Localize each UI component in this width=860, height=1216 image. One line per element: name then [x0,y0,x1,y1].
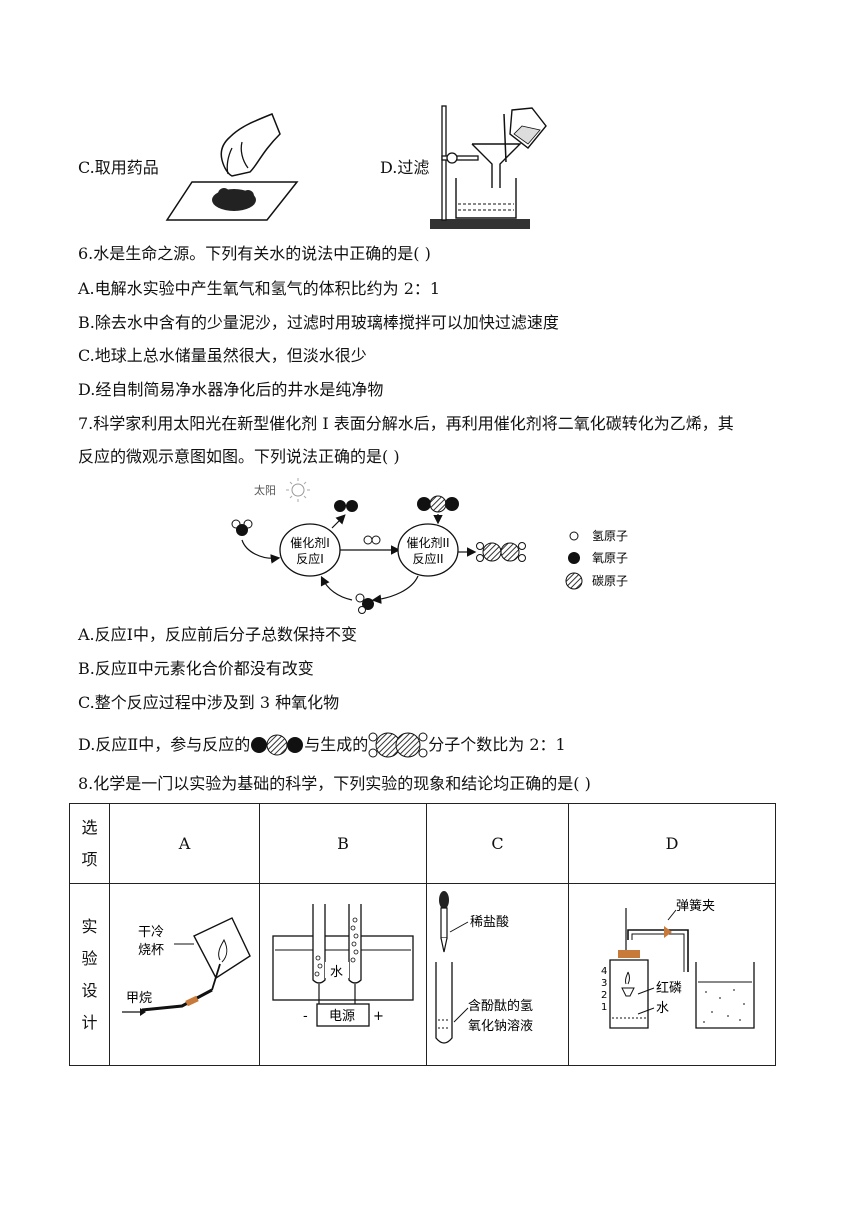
legend-oxygen: 氧原子 [592,551,628,565]
q6-option-a: A.电解水实验中产生氧气和氢气的体积比约为 2：1 [78,279,441,298]
reaction-1-label-visible: 反应I [296,551,324,566]
header-c: C [426,803,569,884]
header-option-label: 选项 [81,817,98,869]
spring-clamp-icon [664,925,672,938]
water-molecule-recycled [355,593,374,614]
ethylene-molecule-inline [368,732,428,758]
reaction-2-label: 反应II [412,551,443,566]
dilute-hcl-label: 稀盐酸 [470,915,509,930]
q7-stem-line2: 反应的微观示意图如图。下列说法正确的是( ) [78,447,400,466]
cell-a: 干冷 烧杯 甲烷 [109,883,260,1066]
q7-option-d: D.反应Ⅱ中，参与反应的 与生成的 分子个数比为 2：1 [78,729,566,761]
q6-option-c: C.地球上总水储量虽然很大，但淡水很少 [78,346,367,365]
q6-stem: 6.水是生命之源。下列有关水的说法中正确的是( ) [78,244,431,263]
acid-base-apparatus: 稀盐酸 含酚酞的氢 氧化钠溶液 [434,890,533,1044]
plus-label: + [373,1009,384,1024]
phenolphthalein-naoh-label-1: 含酚酞的氢 [468,998,533,1014]
water-molecule-input [231,519,253,536]
cell-d: 弹簧夹 4 3 2 1 红磷 水 [568,883,776,1066]
oxygen-molecule-output [334,500,358,512]
legend-hydrogen: 氢原子 [592,528,628,543]
scale-mark-4: 4 [601,966,607,977]
oxygen-content-apparatus: 弹簧夹 4 3 2 1 红磷 水 [601,898,755,1029]
scale-mark-2: 2 [601,990,607,1001]
q7-reaction-diagram: 太阳 催化剂I 反应II 反应I 催化剂II 反应II [231,478,628,614]
q7-option-b: B.反应Ⅱ中元素化合价都没有改变 [78,659,314,678]
q8-stem: 8.化学是一门以实验为基础的科学，下列实验的现象和结论均正确的是( ) [78,774,591,793]
minus-label: - [303,1009,308,1024]
phenolphthalein-naoh-label-2: 氧化钠溶液 [468,1019,533,1034]
power-label: 电源 [329,1009,355,1024]
header-a: A [109,803,260,884]
legend: 氢原子 氧原子 碳原子 [565,528,628,590]
cell-c: 稀盐酸 含酚酞的氢 氧化钠溶液 [426,883,569,1066]
cell-b: 水 电源 - + [259,883,427,1066]
q6-option-d: D.经自制简易净水器净化后的井水是纯净物 [78,380,384,399]
spring-clamp-label: 弹簧夹 [676,898,715,914]
q8-table: 选项 A B C D 实验设计 干冷 烧杯 甲烷 [69,803,776,1066]
co2-molecule-inline [251,734,304,756]
header-option-cell: 选项 [69,803,110,884]
q6-option-b: B.除去水中含有的少量泥沙，过滤时用玻璃棒搅拌可以加快过滤速度 [78,313,559,332]
scale-mark-1: 1 [601,1002,607,1013]
q7-option-a: A.反应Ⅰ中，反应前后分子总数保持不变 [78,625,357,644]
filtration-apparatus-illustration [430,105,547,229]
power-supply-box [316,1002,370,1027]
catalyst-2-ellipse [397,523,459,577]
row-label-cell: 实验设计 [69,883,110,1066]
q7-option-d-part1: D.反应Ⅱ中，参与反应的 [78,735,251,754]
methane-combustion-apparatus: 干冷 烧杯 甲烷 [121,916,251,1016]
electrolysis-apparatus: 水 电源 - + [272,903,414,1027]
dry-cold-beaker-label-2: 烧杯 [138,943,164,958]
row-label: 实验设计 [81,916,98,1032]
q5-option-c: C.取用药品 [78,158,159,177]
scale-mark-3: 3 [601,978,607,989]
take-reagent-illustration [165,113,299,221]
water-label-b: 水 [330,965,343,980]
catalyst-1-label: 催化剂I [290,535,330,550]
q7-option-c: C.整个反应过程中涉及到 3 种氧化物 [78,693,340,712]
header-b: B [259,803,427,884]
water-label-d: 水 [656,1001,669,1016]
catalyst-1-ellipse [279,523,341,577]
sun-icon [286,478,310,502]
q7-option-d-part2: 与生成的 [304,735,369,754]
legend-carbon: 碳原子 [592,574,628,588]
q7-stem-line1: 7.科学家利用太阳光在新型催化剂 I 表面分解水后，再利用催化剂将二氧化碳转化为… [78,414,734,433]
ethylene-molecule-output [476,542,526,562]
dry-cold-beaker-label-1: 干冷 [138,925,164,940]
hydrogen-molecule [363,535,381,545]
methane-label: 甲烷 [126,991,152,1006]
q7-option-d-part3: 分子个数比为 2：1 [428,735,566,754]
co2-molecule-input [417,495,459,513]
q5-option-d: D.过滤 [380,158,430,177]
catalyst-2-label: 催化剂II [406,535,449,550]
red-phosphorus-label: 红磷 [656,980,682,996]
sun-label: 太阳 [254,484,276,497]
header-d: D [568,803,776,884]
